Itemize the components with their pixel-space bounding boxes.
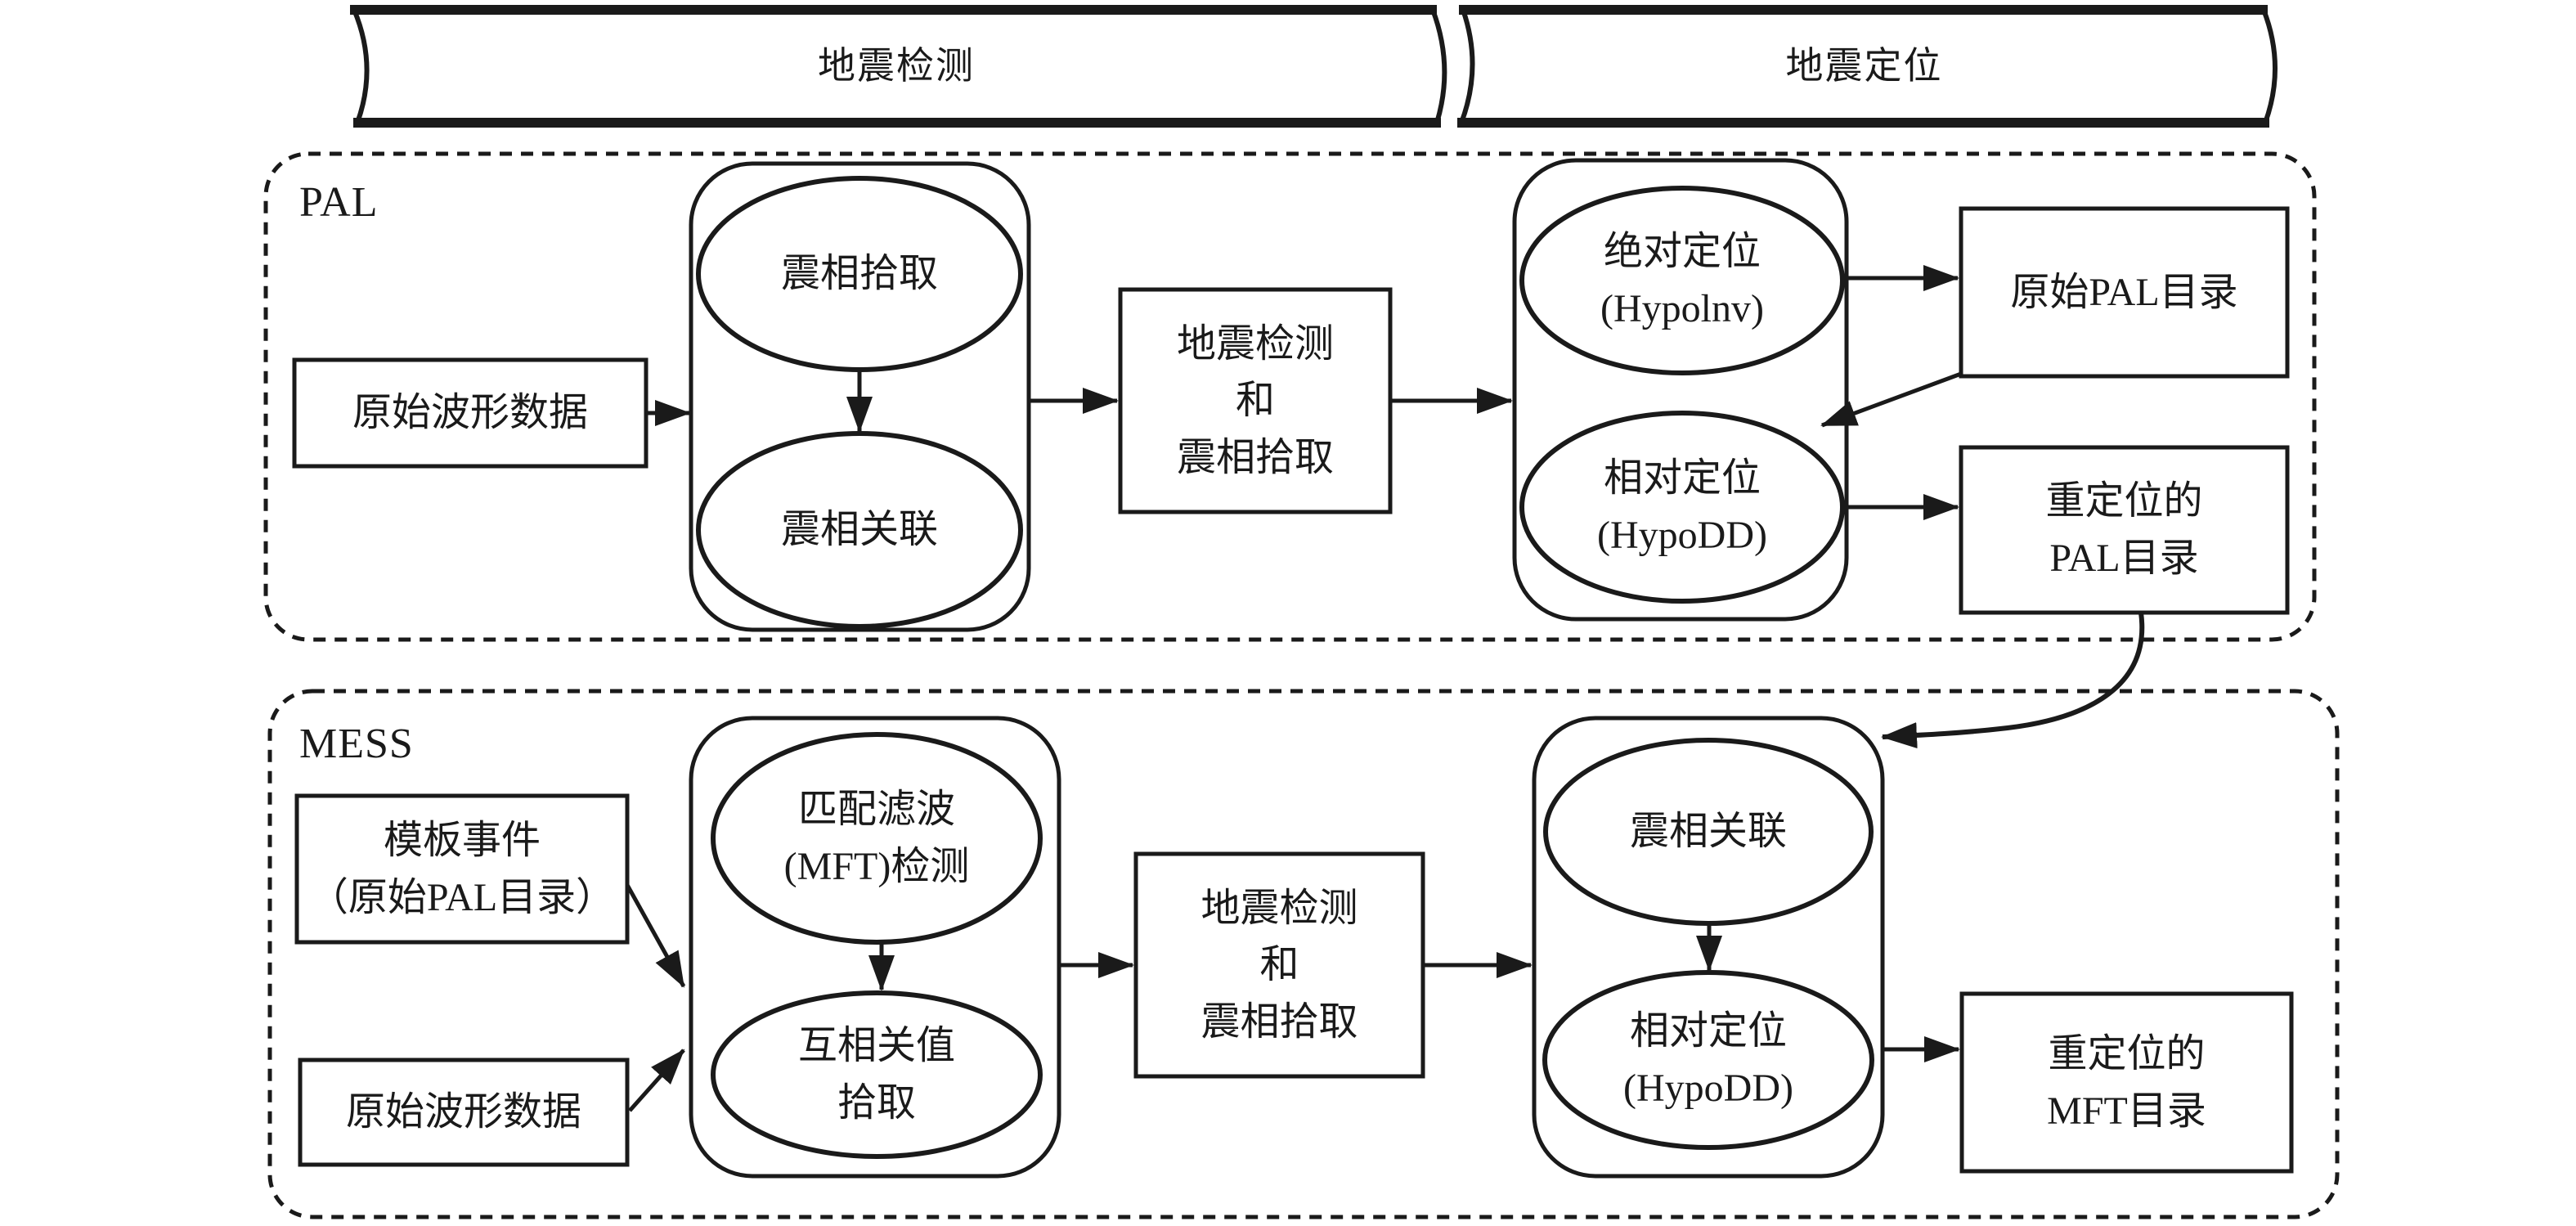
mess-relative-location-label: 相对定位 (HypoDD) <box>1623 1009 1793 1110</box>
pal-region-label: PAL <box>299 179 379 226</box>
mess-detector-container <box>689 716 1061 1179</box>
mess-raw-waveform-box <box>298 1058 630 1167</box>
mess-phase-associate-label: 震相关联 <box>1629 810 1787 854</box>
pal-reloc-catalog-label: 重定位的 PAL目录 <box>2045 479 2203 580</box>
banner-detection-label: 地震检测 <box>818 44 975 87</box>
mess-mft-detect-ellipse <box>711 732 1043 945</box>
pal-raw-waveform-label: 原始波形数据 <box>352 391 588 435</box>
mess-middle-box-label: 地震检测 和 震相拾取 <box>1200 886 1358 1044</box>
arrow-pal-catalog-to-mess-locator <box>1881 612 2145 749</box>
mess-locator-container <box>1532 716 1885 1179</box>
mess-cc-pick-ellipse <box>711 990 1043 1159</box>
mess-mft-detect-label: 匹配滤波 (MFT)检测 <box>783 788 970 888</box>
banner-detection-shape <box>350 5 1447 128</box>
pal-middle-box-label: 地震检测 和 震相拾取 <box>1176 321 1334 479</box>
arrow-pal-raw-catalog-to-relative <box>1820 371 1962 428</box>
pal-phase-associate-label: 震相关联 <box>780 508 938 552</box>
mess-raw-waveform-label: 原始波形数据 <box>345 1090 581 1134</box>
pal-locator-container <box>1512 158 1849 622</box>
pal-relative-location-label: 相对定位 (HypoDD) <box>1597 456 1767 557</box>
mess-region-label: MESS <box>299 721 414 767</box>
pal-region-border <box>263 151 2317 642</box>
pal-raw-catalog-box <box>1959 206 2290 379</box>
mess-template-events-label: 模板事件 （原始PAL目录） <box>308 818 616 919</box>
pal-raw-catalog-label: 原始PAL目录 <box>2010 270 2238 314</box>
pal-reloc-catalog-box <box>1959 445 2290 615</box>
mess-cc-pick-label: 互相关值 拾取 <box>797 1024 955 1125</box>
mess-mft-catalog-label: 重定位的 MFT目录 <box>2047 1031 2206 1133</box>
arrow-mess-waveform-to-detector <box>628 1049 685 1112</box>
mess-relative-location-ellipse <box>1542 970 1874 1150</box>
pal-detector-container <box>689 161 1031 632</box>
mess-mft-catalog-box <box>1959 991 2294 1174</box>
pal-phase-pick-label: 震相拾取 <box>780 252 938 296</box>
banner-location-label: 地震定位 <box>1785 44 1943 87</box>
pal-absolute-location-label: 绝对定位 (Hypolnv) <box>1600 230 1764 330</box>
pal-phase-associate-ellipse <box>696 431 1023 629</box>
pal-absolute-location-ellipse <box>1519 186 1845 375</box>
arrow-mess-template-to-detector <box>625 883 686 988</box>
banner-location-shape <box>1457 5 2278 128</box>
mess-template-events-box <box>294 793 630 945</box>
